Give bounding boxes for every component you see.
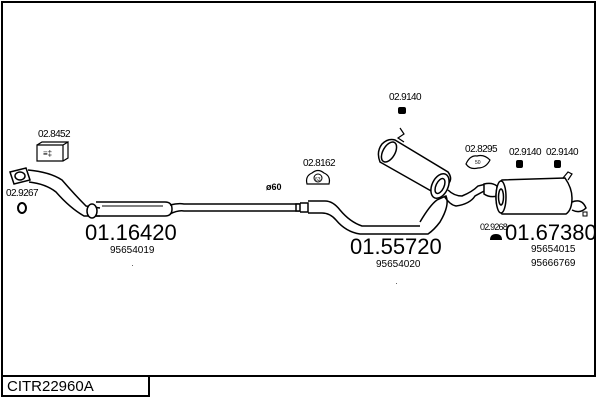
diagram-code: CITR22960A: [7, 378, 94, 395]
accessory-number: 02.9140: [546, 147, 579, 158]
oe-number: 95654015: [531, 244, 576, 255]
diagram-code-box: CITR22960A: [1, 377, 150, 397]
accessory-number: 02.8162: [303, 158, 336, 169]
accessory-clamp-50: 02.8295 50: [465, 144, 499, 170]
svg-text:≡‡: ≡‡: [43, 149, 52, 158]
rubber-hanger-icon: [516, 160, 523, 168]
gasket-ring-icon: [17, 202, 27, 214]
accessory-hanger-rear-1: 02.9140: [509, 147, 543, 168]
accessory-number: 02.9140: [509, 147, 542, 158]
rubber-hanger-icon: [554, 160, 561, 168]
accessory-number: 02.8452: [38, 129, 71, 140]
accessory-gasket-rear: 02.9268: [480, 222, 509, 240]
accessory-clamp-63: 02.8162 63: [303, 158, 337, 185]
part-01-67380: 01.67380 95654015 95666769: [505, 220, 597, 269]
front-pipe-section: [9, 167, 309, 219]
part-number: 01.55720: [350, 234, 442, 259]
diagram-frame: [1, 1, 596, 377]
flange-icon: [9, 167, 31, 185]
accessory-gasket-front: 02.9267: [6, 188, 40, 214]
diameter-label: ø60: [266, 182, 282, 192]
gasket-ring-icon: [490, 234, 502, 240]
part-number: 01.16420: [85, 220, 177, 245]
accessory-number: 02.8295: [465, 144, 498, 155]
middle-pipe-section: [308, 127, 487, 235]
accessory-number: 02.9267: [6, 188, 39, 199]
accessory-number: 02.9268: [480, 222, 508, 232]
oe-number: 95666769: [531, 258, 576, 269]
accessory-number: 02.9140: [389, 92, 422, 103]
oe-number: 95654020: [376, 259, 421, 270]
svg-text:63: 63: [315, 177, 321, 183]
oe-number: 95654019: [110, 245, 155, 256]
svg-text:50: 50: [475, 160, 481, 166]
part-01-55720: 01.55720 95654020: [350, 234, 442, 270]
part-01-16420: 01.16420 95654019: [85, 220, 177, 256]
rubber-hanger-icon: [398, 107, 406, 114]
accessory-clamp-kit: 02.8452 ≡‡: [36, 129, 72, 162]
clamp-kit-box-icon: [36, 140, 69, 162]
part-number: 01.67380: [505, 220, 597, 245]
clamp-u-bolt-icon: [465, 154, 491, 170]
accessory-hanger-rear-2: 02.9140: [546, 147, 580, 168]
rear-muffler-section: [483, 171, 588, 217]
accessory-hanger-mid: 02.9140: [389, 92, 423, 114]
